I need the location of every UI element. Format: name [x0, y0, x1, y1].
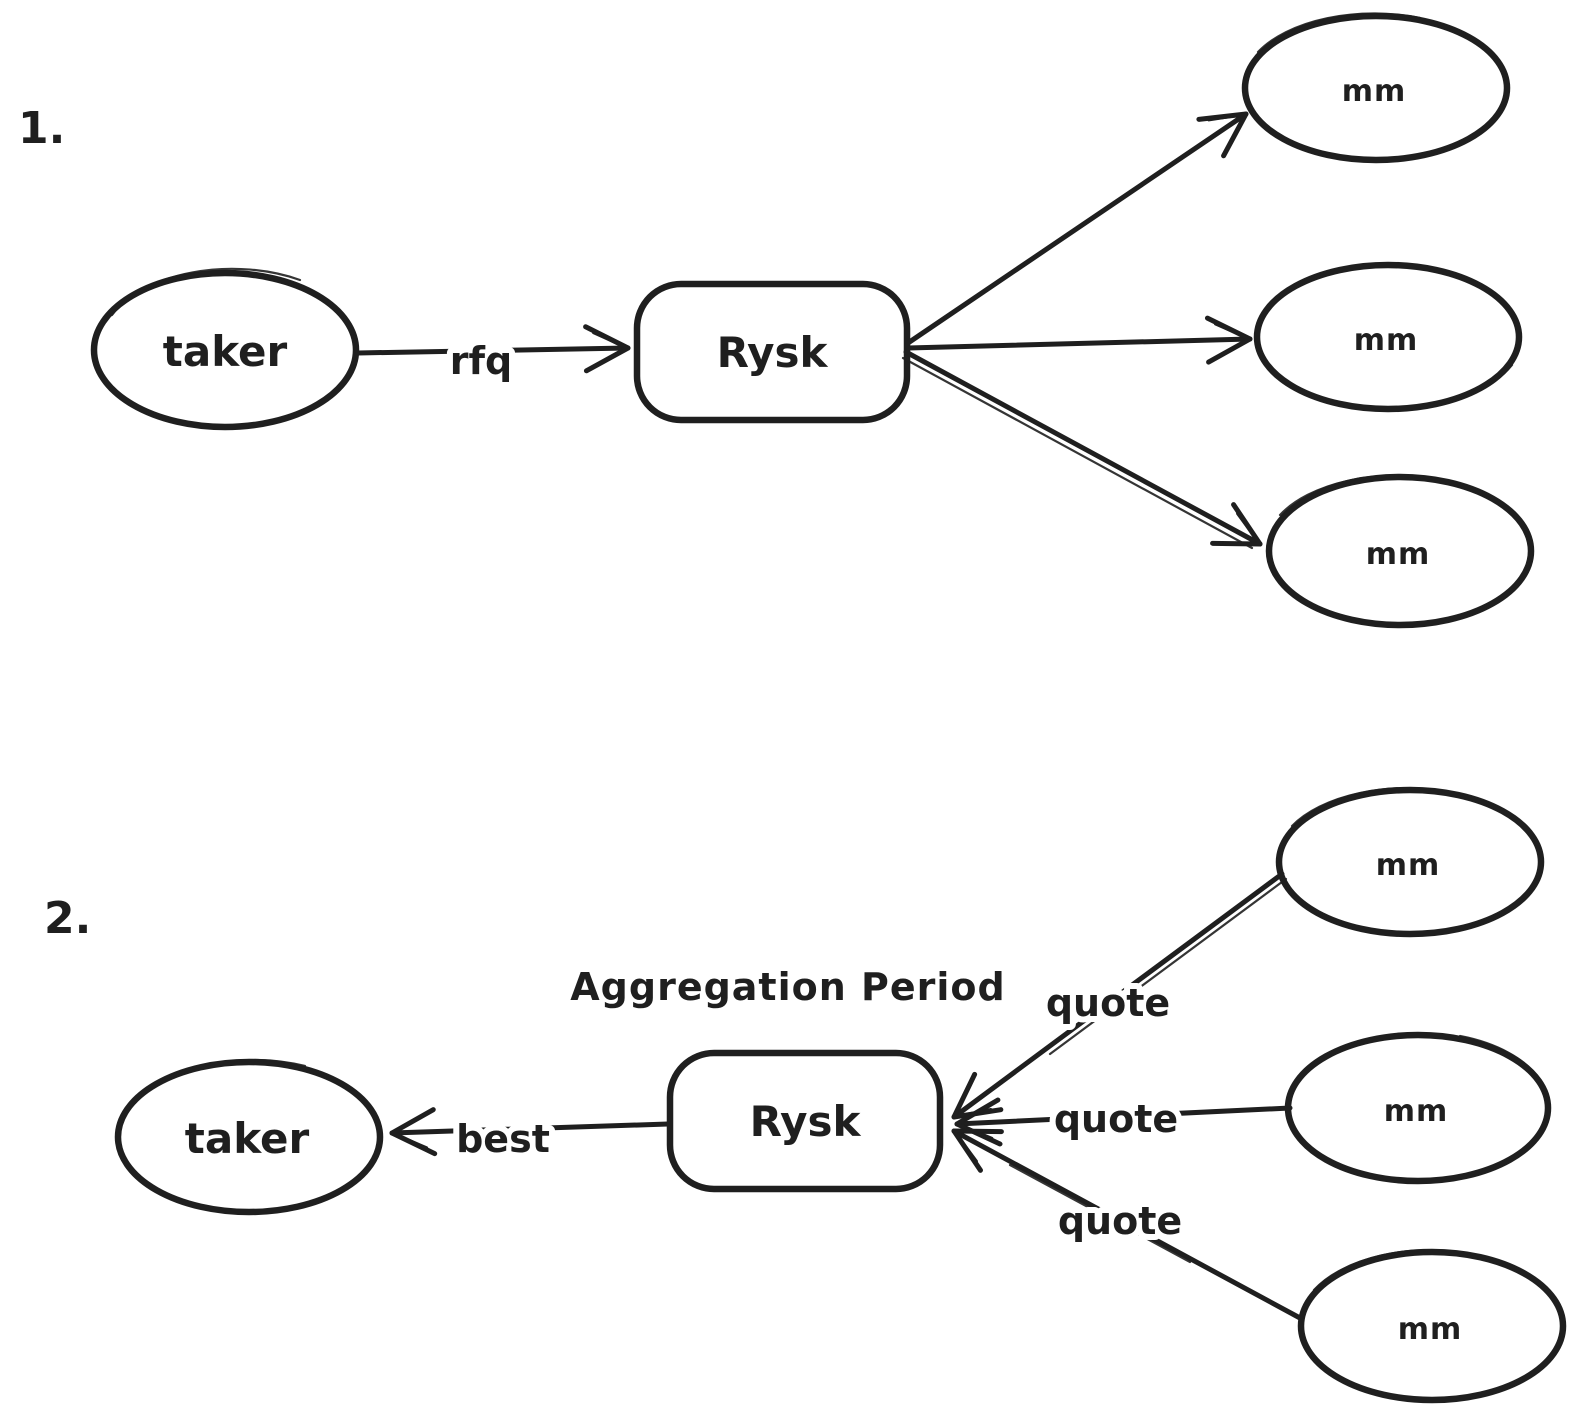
diagram-section-1: 1. taker rfq Rysk mm mm	[18, 12, 1535, 629]
quote-edge-label-2: quote	[1054, 1097, 1178, 1141]
section-1-index-label: 1.	[18, 103, 65, 154]
rfq-arrow	[355, 324, 631, 374]
rysk-hub-2-box	[666, 1049, 944, 1193]
quote-arrow-1-overdraw	[1048, 877, 1288, 1056]
rfq-edge-label: rfq	[450, 339, 512, 383]
mm-node-1-ellipse	[1241, 12, 1511, 164]
rysk-to-mm-2-arrow	[905, 315, 1253, 365]
aggregation-period-label: Aggregation Period	[570, 965, 1005, 1009]
quote-arrow-2	[954, 1097, 1293, 1147]
quote-arrow-3-overdraw	[1008, 1163, 1192, 1264]
mm-node-5-label: mm	[1384, 1094, 1449, 1129]
taker-node-2-label: taker	[185, 1114, 310, 1163]
mm-node-1-label: mm	[1342, 74, 1407, 109]
best-arrow	[389, 1107, 671, 1157]
rysk-to-mm-1-arrow	[905, 111, 1249, 346]
best-edge-label: best	[456, 1117, 550, 1161]
quote-edge-label-1: quote	[1046, 981, 1170, 1025]
quote-arrow-3	[951, 1128, 1303, 1321]
taker-node-2-sketch-overdraw	[133, 1058, 307, 1105]
mm-node-3-label: mm	[1366, 537, 1431, 572]
mm-node-2-ellipse	[1253, 261, 1523, 413]
rysk-hub-2-label: Rysk	[750, 1097, 862, 1146]
mm-node-3-sketch-overdraw	[1278, 474, 1442, 517]
mm-node-3-ellipse	[1265, 473, 1535, 629]
quote-arrow-1	[951, 871, 1285, 1120]
mm-node-2-label: mm	[1354, 323, 1419, 358]
section-2-index-label: 2.	[44, 893, 91, 944]
mm-node-6-sketch-overdraw	[1312, 1249, 1474, 1292]
mm-node-4-ellipse	[1275, 786, 1545, 938]
mm-node-6-ellipse	[1297, 1248, 1567, 1404]
mm-node-4-label: mm	[1376, 848, 1441, 883]
mm-node-5-sketch-overdraw	[1458, 1034, 1542, 1082]
mm-node-6-label: mm	[1398, 1312, 1463, 1347]
rysk-to-mm-3-arrow	[903, 349, 1263, 547]
taker-node-2-ellipse	[114, 1058, 384, 1216]
mm-node-5-ellipse	[1284, 1031, 1552, 1185]
mm-node-4-sketch-overdraw	[1290, 787, 1452, 828]
diagram-section-2: 2. taker best Aggregation Period Rysk qu…	[44, 786, 1567, 1404]
taker-node-ellipse	[90, 269, 360, 431]
mm-node-1-sketch-overdraw	[1256, 12, 1422, 54]
rysk-to-mm-3-overdraw	[901, 356, 1254, 550]
mm-node-2-sketch-overdraw	[1428, 363, 1514, 407]
taker-node-label: taker	[163, 327, 288, 376]
quote-edge-label-3: quote	[1058, 1199, 1182, 1243]
rysk-hub-label: Rysk	[717, 328, 829, 377]
taker-node-sketch-overdraw	[110, 267, 302, 317]
